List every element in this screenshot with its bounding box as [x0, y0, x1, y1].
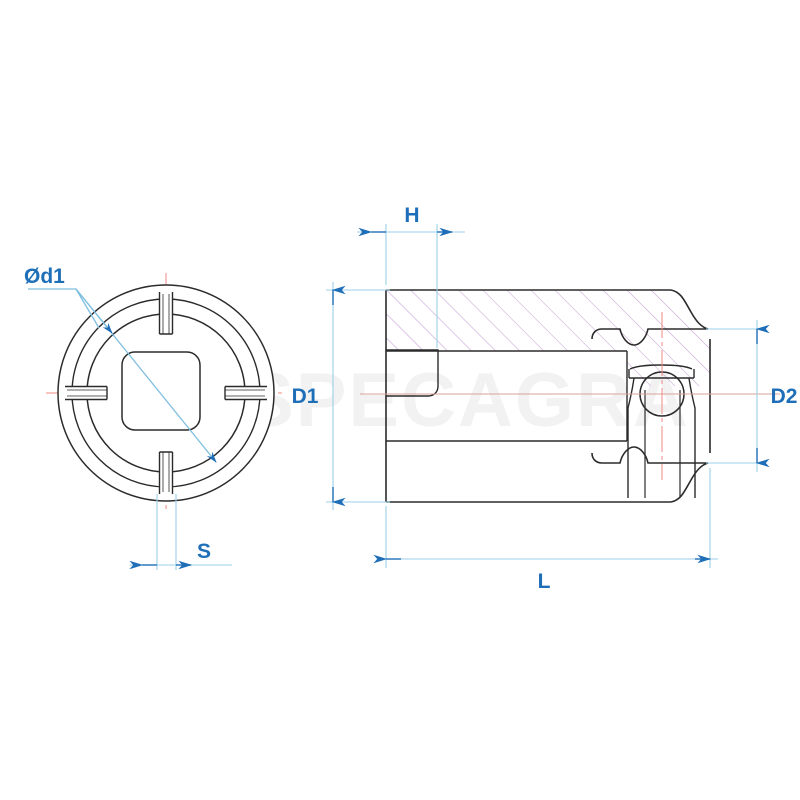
dimension-s: S	[129, 494, 232, 570]
slot-top	[158, 292, 174, 335]
slot-left-fill	[65, 386, 107, 400]
slot-top-fill	[159, 292, 173, 334]
relief-pocket-upper	[386, 349, 439, 397]
slot-right-fill	[225, 386, 267, 400]
internal-bore	[386, 349, 628, 442]
dimension-label-h: H	[404, 204, 419, 227]
dimension-d1: Ød1	[24, 265, 217, 463]
dimension-label-D2: D2	[771, 385, 798, 408]
dimension-l: L	[373, 468, 718, 593]
square-drive-hole	[121, 351, 201, 431]
section-view: H D1 D2	[292, 204, 798, 593]
groove-flank-left	[627, 377, 635, 498]
slot-right	[224, 385, 267, 401]
front-view: Ød1 S	[24, 265, 286, 570]
dimension-d2-section: D2	[706, 320, 797, 472]
d1-leader-arrow-inner	[75, 288, 113, 334]
slot-group	[65, 292, 267, 494]
slot-top-outline	[158, 292, 174, 335]
dimension-label-D1: D1	[292, 385, 319, 408]
drive-end-top-taper	[670, 289, 709, 330]
dimension-label-s: S	[197, 540, 211, 563]
dimension-label-L: L	[538, 570, 551, 593]
watermark: SPECAGRA	[243, 358, 690, 443]
section-hatching	[386, 290, 710, 386]
section-outline	[385, 289, 711, 503]
dimension-d1-section: D1	[292, 282, 390, 510]
retaining-groove-top	[629, 364, 693, 370]
slot-bottom	[158, 451, 174, 494]
dimension-label-d1: Ød1	[24, 265, 65, 288]
watermark-label: SPECAGRA	[243, 358, 690, 443]
hatch-region-upper	[386, 290, 710, 386]
d1-leader-helper	[75, 288, 100, 329]
slot-bottom-outline	[158, 451, 174, 494]
slot-left-outline	[65, 385, 108, 401]
slot-right-outline	[224, 385, 267, 401]
outer-circle	[57, 284, 275, 502]
slot-bottom-fill	[159, 452, 173, 494]
drive-end-top-profile	[591, 328, 708, 346]
section-view-centerlines	[360, 312, 780, 480]
drive-end-bottom-taper	[670, 462, 709, 503]
dimension-h: H	[357, 204, 465, 348]
groove-flank-right	[688, 377, 696, 498]
drive-end-bottom-profile	[591, 446, 708, 464]
slot-left	[65, 385, 108, 401]
